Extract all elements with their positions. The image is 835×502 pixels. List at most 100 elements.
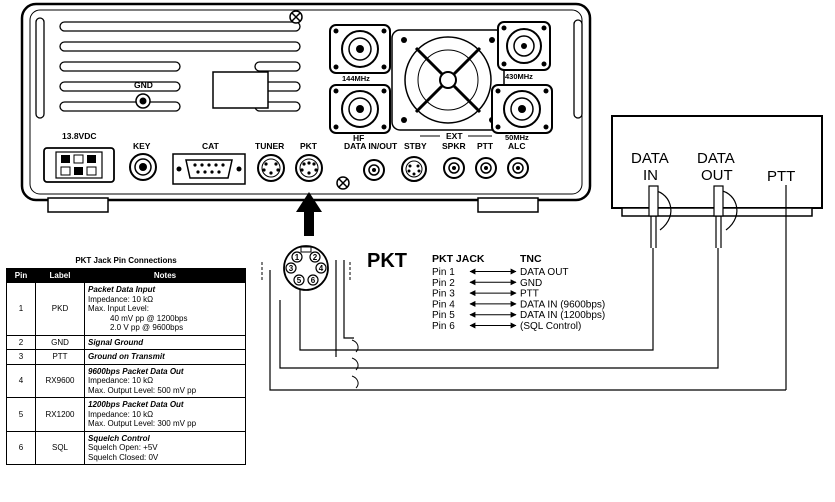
power-connector: 13.8VDC — [43, 131, 115, 183]
svg-text:430MHz: 430MHz — [505, 72, 533, 81]
svg-text:GND: GND — [134, 80, 153, 90]
antenna-430mhz-connector: 430MHz — [497, 21, 551, 81]
column-header-label: Label — [35, 268, 85, 283]
pin-cell: 4 — [6, 363, 36, 398]
mapping-tnc-signal: DATA IN (9600bps) — [520, 299, 605, 310]
radio-rear-panel: GND 13.8VDC KEY CAT — [20, 2, 592, 236]
note-line: 40 mV pp @ 1200bps — [110, 313, 188, 323]
svg-text:STBY: STBY — [404, 141, 427, 151]
mapping-tnc-signal: GND — [520, 278, 542, 289]
data-in-out-jack: DATA IN/OUT — [344, 141, 398, 181]
svg-text:KEY: KEY — [133, 141, 151, 151]
pin-connections-table: PKT Jack Pin Connections Pin Label Notes… — [6, 256, 246, 465]
svg-text:PKT: PKT — [367, 250, 407, 272]
antenna-50mhz-connector: 50MHz — [491, 84, 553, 142]
note-title: Squelch Control — [88, 433, 150, 443]
note-title: Packet Data Input — [88, 285, 156, 294]
svg-text:144MHz: 144MHz — [342, 74, 370, 83]
svg-text:TUNER: TUNER — [255, 141, 284, 151]
label-cell: PTT — [35, 349, 85, 365]
fan-grille — [391, 29, 505, 131]
screw-icon — [289, 10, 350, 190]
pin-cell: 1 — [6, 282, 36, 336]
note-title: Ground on Transmit — [88, 352, 165, 361]
svg-text:IN: IN — [643, 167, 658, 184]
mapping-tnc-signal: DATA OUT — [520, 267, 569, 278]
antenna-hf-connector: HF — [329, 84, 391, 143]
pkt-connector-pinout: 1 2 3 4 5 6 PKT — [261, 245, 407, 291]
mapping-pin: Pin 5 — [432, 310, 455, 321]
svg-text:OUT: OUT — [701, 167, 733, 184]
table-title: PKT Jack Pin Connections — [75, 256, 177, 265]
vent-slots — [35, 17, 583, 119]
svg-text:ALC: ALC — [508, 141, 525, 151]
column-header-pin: Pin — [6, 268, 36, 283]
pin-cell: 5 — [6, 397, 36, 432]
notes-cell: Signal Ground — [84, 334, 246, 350]
svg-text:6: 6 — [311, 276, 316, 285]
svg-text:HF: HF — [353, 133, 364, 143]
svg-text:DATA: DATA — [631, 150, 669, 167]
spkr-jack: SPKR — [442, 141, 466, 179]
mapping-pin: Pin 2 — [432, 278, 455, 289]
cat-connector: CAT — [172, 141, 246, 185]
note-line: Squelch Open: +5V — [88, 443, 158, 452]
svg-text:4: 4 — [319, 264, 324, 273]
notes-cell: Ground on Transmit — [84, 349, 246, 365]
note-line: Impedance: 10 kΩ — [88, 409, 154, 419]
label-cell: RX9600 — [35, 363, 85, 398]
note-title: 1200bps Packet Data Out — [88, 400, 184, 409]
svg-text:PTT: PTT — [477, 141, 494, 151]
note-line: 2.0 V pp @ 9600bps — [110, 323, 184, 332]
note-line: Max. Input Level: — [88, 304, 149, 313]
svg-text:DATA: DATA — [697, 150, 735, 167]
tnc-cables — [269, 185, 787, 391]
tuner-jack: TUNER — [255, 141, 285, 182]
svg-text:EXT: EXT — [446, 131, 463, 141]
column-header-notes: Notes — [84, 268, 246, 283]
svg-text:DATA IN/OUT: DATA IN/OUT — [344, 141, 398, 151]
note-line: Max. Output Level: 500 mV pp — [88, 385, 197, 395]
mapping-tnc-signal: PTT — [520, 289, 539, 300]
svg-text:3: 3 — [289, 264, 294, 273]
alc-jack: ALC — [507, 141, 529, 179]
note-title: Signal Ground — [88, 337, 144, 347]
key-jack: KEY — [129, 141, 157, 181]
svg-text:PKT: PKT — [300, 141, 318, 151]
label-cell: GND — [35, 334, 85, 350]
pin-cell: 6 — [6, 430, 36, 465]
gnd-terminal: GND — [134, 80, 153, 109]
ptt-jack: PTT — [475, 141, 497, 179]
mapping-pin: Pin 6 — [432, 321, 455, 332]
mapping-tnc-signal: DATA IN (1200bps) — [520, 310, 605, 321]
svg-text:5: 5 — [297, 276, 302, 285]
svg-text:PTT: PTT — [767, 168, 795, 185]
stby-jack: STBY — [401, 141, 427, 182]
mapping-pin: Pin 1 — [432, 267, 455, 278]
mapping-tnc-signal: (SQL Control) — [520, 321, 581, 332]
note-line: Max. Output Level: 300 mV pp — [88, 419, 197, 428]
svg-text:CAT: CAT — [202, 141, 220, 151]
label-cell: PKD — [35, 282, 85, 336]
label-cell: SQL — [35, 430, 85, 465]
pin-cell: 3 — [6, 349, 36, 365]
pkt-jack: PKT — [295, 141, 323, 182]
note-title: 9600bps Packet Data Out — [88, 366, 184, 376]
note-line: Impedance: 10 kΩ — [88, 376, 154, 385]
svg-text:PKT JACK: PKT JACK — [432, 253, 485, 265]
svg-text:1: 1 — [295, 253, 300, 262]
svg-text:50MHz: 50MHz — [505, 133, 529, 142]
label-cell: RX1200 — [35, 397, 85, 432]
svg-text:TNC: TNC — [520, 253, 542, 265]
note-line: Squelch Closed: 0V — [88, 452, 159, 462]
